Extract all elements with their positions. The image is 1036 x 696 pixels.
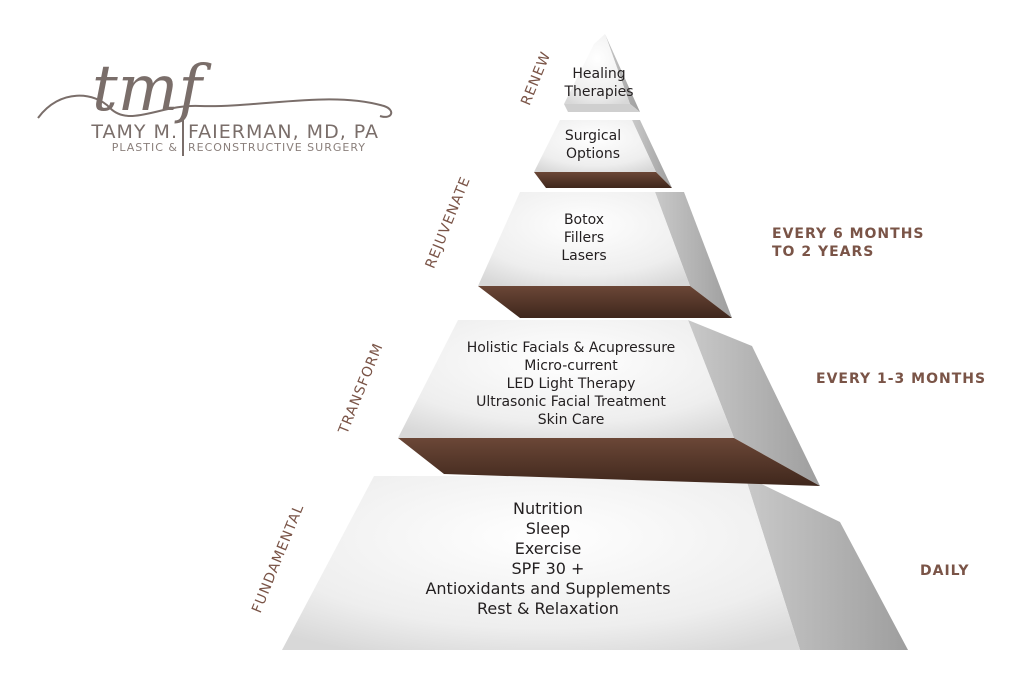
tier-surgical-line: Surgical (565, 128, 621, 144)
tier-fundamental (282, 476, 908, 650)
tier-renew-shelf (564, 104, 640, 112)
tier-texts: HealingTherapiesSurgicalOptionsBotoxFill… (425, 66, 675, 618)
frequency-label-fundamental: DAILY (920, 563, 970, 579)
tier-rejuvenate (478, 192, 732, 318)
tier-renew-line: Healing (572, 66, 625, 82)
frequency-labels: EVERY 6 MONTHS TO 2 YEARS EVERY 1-3 MONTHS… (772, 226, 986, 579)
tier-renew (564, 34, 640, 112)
tier-fundamental-line: Sleep (526, 519, 570, 538)
tier-transform-line: Ultrasonic Facial Treatment (476, 394, 666, 410)
logo-flourish (37, 94, 393, 119)
tier-rejuvenate-line: Botox (564, 212, 604, 228)
logo: tmf TAMY M. FAIERMAN, MD, PA PLASTIC & R… (37, 52, 393, 156)
tier-transform-face (398, 320, 734, 438)
side-label-rejuvenate: REJUVENATE (423, 174, 474, 271)
tier-renew-line: Therapies (563, 84, 633, 100)
tier-surgical-shelf (534, 172, 672, 188)
tier-fundamental-line: SPF 30 + (512, 559, 585, 578)
logo-sub-right: RECONSTRUCTIVE SURGERY (188, 141, 366, 154)
tier-rejuvenate-face (478, 192, 690, 286)
tier-fundamental-line: Nutrition (513, 499, 583, 518)
tier-transform (398, 320, 820, 486)
tier-rejuvenate-side (655, 192, 732, 318)
tier-transform-line: Skin Care (538, 412, 605, 428)
tier-renew-side (605, 34, 640, 112)
tier-transform-side (688, 320, 820, 486)
frequency-label-rejuvenate: EVERY 6 MONTHS (772, 226, 925, 242)
logo-sub-left: PLASTIC & (112, 141, 178, 154)
tier-rejuvenate-shelf (478, 286, 732, 318)
tier-fundamental-face (282, 476, 800, 650)
tier-fundamental-side (745, 476, 908, 650)
tier-renew-face (564, 34, 630, 104)
tier-surgical-line: Options (566, 146, 620, 162)
tier-surgical (534, 120, 672, 188)
frequency-label-rejuvenate: TO 2 YEARS (772, 244, 874, 260)
tier-transform-shelf (398, 438, 820, 486)
tier-rejuvenate-line: Lasers (561, 248, 606, 264)
logo-name-right: FAIERMAN, MD, PA (188, 121, 379, 143)
tier-surgical-face (534, 120, 656, 172)
side-label-fundamental: FUNDAMENTAL (249, 502, 307, 616)
tier-transform-line: Micro-current (524, 358, 618, 374)
tier-surgical-side (632, 120, 672, 188)
logo-monogram: tmf (92, 52, 212, 126)
side-label-transform: TRANSFORM (335, 341, 386, 437)
frequency-label-transform: EVERY 1-3 MONTHS (816, 371, 986, 387)
tier-transform-line: LED Light Therapy (507, 376, 636, 392)
logo-name-left: TAMY M. (90, 121, 178, 143)
tier-fundamental-line: Antioxidants and Supplements (425, 579, 670, 598)
tier-rejuvenate-line: Fillers (564, 230, 604, 246)
side-label-renew: RENEW (518, 49, 554, 108)
tier-transform-line: Holistic Facials & Acupressure (467, 340, 676, 356)
tier-fundamental-line: Exercise (515, 539, 582, 558)
tier-fundamental-line: Rest & Relaxation (477, 599, 619, 618)
